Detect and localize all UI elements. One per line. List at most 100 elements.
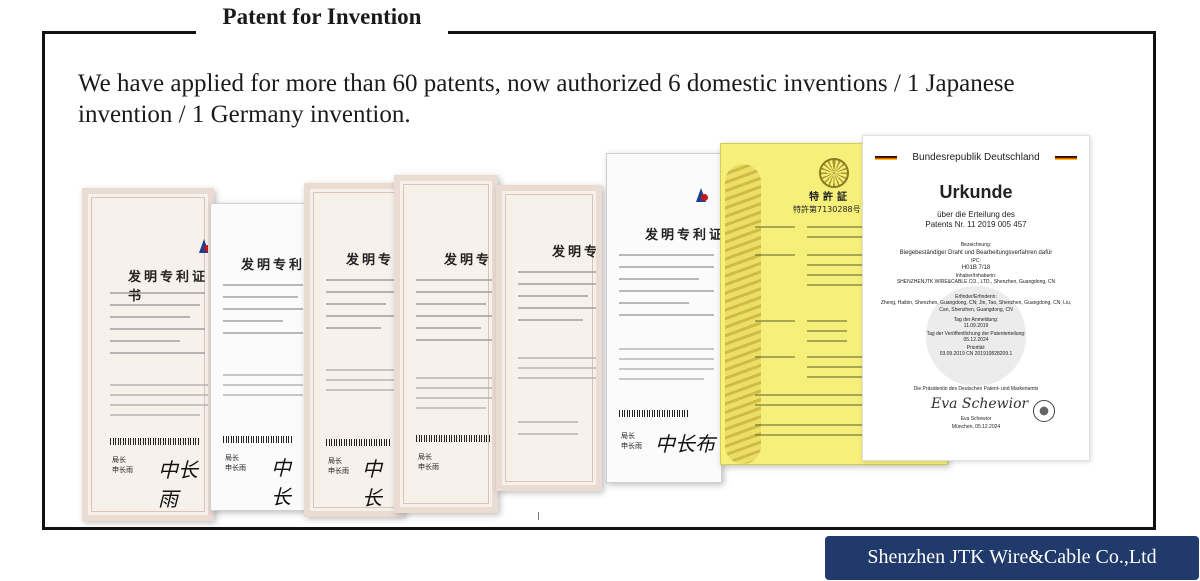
text-line xyxy=(223,384,303,386)
text-line xyxy=(619,348,714,350)
text-line xyxy=(110,414,200,416)
text-line xyxy=(807,340,847,342)
text-line xyxy=(223,374,303,376)
de-signer: Eva Schewior xyxy=(960,416,992,422)
certificate-title: 发明专利证书 xyxy=(128,270,209,304)
de-priority-label: Priorität: xyxy=(966,345,986,351)
text-line xyxy=(807,330,847,332)
text-line xyxy=(326,327,381,329)
text-line xyxy=(619,302,689,304)
jp-certificate-title: 特許証 xyxy=(809,192,851,203)
signature: 中长雨 xyxy=(158,458,198,511)
text-line xyxy=(755,424,875,426)
de-place-date: München, 05.12.2024 xyxy=(951,424,1001,430)
text-line xyxy=(619,266,714,268)
text-line xyxy=(223,332,303,334)
de-title-text: Biegebeständiger Draht und Bearbeitungsv… xyxy=(899,250,1053,256)
de-inventor-label: Erfinder/Erfinderin: xyxy=(955,294,997,300)
text-line xyxy=(807,320,847,322)
emblem-icon xyxy=(196,239,208,255)
certificate-title: 发明专利证书 xyxy=(552,245,601,260)
federal-eagle-icon xyxy=(1033,400,1055,422)
text-line xyxy=(518,367,596,369)
eagle-watermark xyxy=(891,276,1061,426)
text-line xyxy=(416,303,486,305)
text-line xyxy=(326,379,396,381)
text-line xyxy=(518,433,578,435)
text-line xyxy=(807,236,907,238)
text-line xyxy=(755,404,915,406)
text-line xyxy=(326,279,396,281)
text-line xyxy=(416,387,492,389)
text-line xyxy=(110,384,208,386)
de-filed-label: Tag der Anmeldung: xyxy=(953,317,999,323)
de-title-label: Bezeichnung: xyxy=(960,242,992,248)
text-line xyxy=(223,320,283,322)
text-line xyxy=(416,407,486,409)
text-line xyxy=(416,377,492,379)
signature: Eva Schewior xyxy=(931,396,1029,412)
de-title: Urkunde xyxy=(939,182,1013,202)
text-line xyxy=(326,389,396,391)
text-line xyxy=(326,291,396,293)
text-line xyxy=(110,352,205,354)
de-president: Die Präsidentin des Deutschen Patent- un… xyxy=(913,386,1039,392)
company-badge: Shenzhen JTK Wire&Cable Co.,Ltd xyxy=(825,536,1199,580)
de-ipc: H01B 7/18 xyxy=(961,265,991,271)
de-patent-certificate: Bundesrepublik Deutschland Urkunde über … xyxy=(862,135,1090,461)
de-inventor: Zheng, Haibin, Shenzhen, Guangdong, CN; … xyxy=(880,300,1072,313)
cn-patent-certificate-5: 发明专利证书 xyxy=(496,185,602,491)
text-line xyxy=(755,226,795,228)
text-line xyxy=(416,315,492,317)
section-heading: Patent for Invention xyxy=(196,0,448,34)
barcode xyxy=(223,436,293,443)
text-line xyxy=(110,316,190,318)
text-line xyxy=(326,315,396,317)
barcode xyxy=(110,438,200,445)
text-line xyxy=(326,369,396,371)
cn-patent-certificate-3: 发明专利证书 局长 申长雨 中长 xyxy=(304,183,404,517)
text-line xyxy=(518,295,588,297)
text-line xyxy=(619,314,714,316)
emblem-icon xyxy=(693,188,709,204)
text-line xyxy=(110,304,200,306)
cn-patent-certificate-2: 发明专利证书 局长 申长雨 中长 xyxy=(210,203,306,511)
text-line xyxy=(518,307,596,309)
text-line xyxy=(416,339,492,341)
cn-patent-certificate-6: 发明专利证书 局长 申长雨 中长布 xyxy=(606,153,722,483)
text-line xyxy=(518,377,596,379)
text-line xyxy=(619,368,714,370)
certificate-gallery: 发明专利证书 局长 申长雨 中长雨 发明专利证书 局长 申长雨 中长 发明专利证… xyxy=(82,135,1092,521)
barcode xyxy=(326,439,391,446)
text-line xyxy=(416,291,492,293)
signatory-name: 申长雨 xyxy=(112,466,133,474)
de-pub-label: Tag der Veröffentlichung der Patentertei… xyxy=(926,331,1026,337)
signatory-name: 申长雨 xyxy=(621,442,642,450)
text-line xyxy=(110,292,205,294)
certificate-title: 发明专利证书 xyxy=(346,253,398,268)
text-line xyxy=(619,290,714,292)
de-header: Bundesrepublik Deutschland xyxy=(912,152,1040,163)
text-line xyxy=(223,394,303,396)
text-line xyxy=(619,358,714,360)
text-line xyxy=(755,254,795,256)
de-owner-label: Inhaber/Inhaberin: xyxy=(955,273,997,279)
text-line xyxy=(518,357,596,359)
signatory-label: 局长 xyxy=(112,456,126,464)
text-line xyxy=(518,319,583,321)
signatory-name: 申长雨 xyxy=(328,467,349,475)
de-priority: 03.09.2019 CN 201910828209.1 xyxy=(939,351,1013,357)
german-flag-left xyxy=(875,156,897,160)
text-line xyxy=(518,271,596,273)
text-line xyxy=(755,434,875,436)
text-line xyxy=(223,296,298,298)
text-line xyxy=(518,283,596,285)
intro-text: We have applied for more than 60 patents… xyxy=(78,70,1015,128)
signatory-label: 局长 xyxy=(225,454,239,462)
signatory-name: 申长雨 xyxy=(225,464,246,472)
de-ipc-label: IPC: xyxy=(971,258,981,264)
german-flag-right xyxy=(1055,156,1077,160)
signature: 中长布 xyxy=(655,432,715,456)
text-line xyxy=(110,340,180,342)
text-line xyxy=(755,356,795,358)
